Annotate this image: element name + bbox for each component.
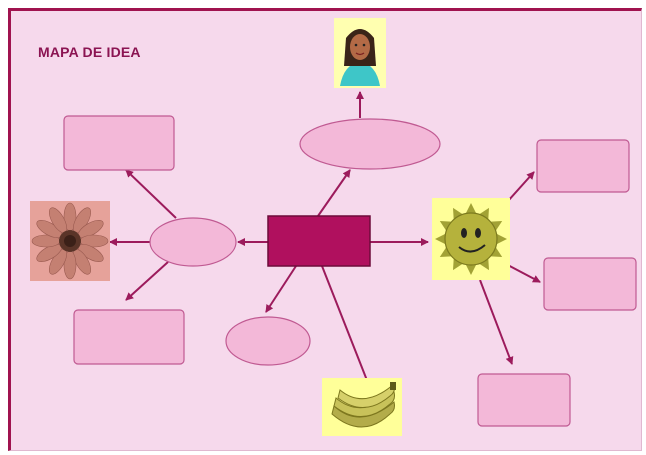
box-right-bottom <box>477 373 571 427</box>
connector-arrows <box>109 91 541 389</box>
sun-face-icon <box>432 198 510 280</box>
bottom-ellipse <box>225 316 311 366</box>
arrow-center-to-top-ellipse <box>317 169 351 217</box>
arrow-left-ellipse-to-bottom-left-box <box>125 261 169 301</box>
page-title: MAPA DE IDEA <box>38 44 141 60</box>
box-bottom-left <box>73 309 185 365</box>
left-ellipse <box>149 217 237 267</box>
arrow-left-ellipse-to-top-left-box <box>125 169 177 219</box>
bananas-icon <box>322 378 402 436</box>
center-rectangle <box>267 215 371 267</box>
box-right-middle <box>543 257 637 311</box>
sunflower-icon <box>30 201 110 281</box>
arrow-sun-to-right-bottom-box <box>479 279 514 365</box>
arrow-center-to-bottom-ellipse <box>265 265 297 313</box>
box-top-left <box>63 115 175 171</box>
arrow-center-to-bananas <box>321 265 372 389</box>
box-right-top <box>536 139 630 193</box>
top-ellipse <box>299 118 441 170</box>
girl-avatar-icon <box>334 18 386 88</box>
